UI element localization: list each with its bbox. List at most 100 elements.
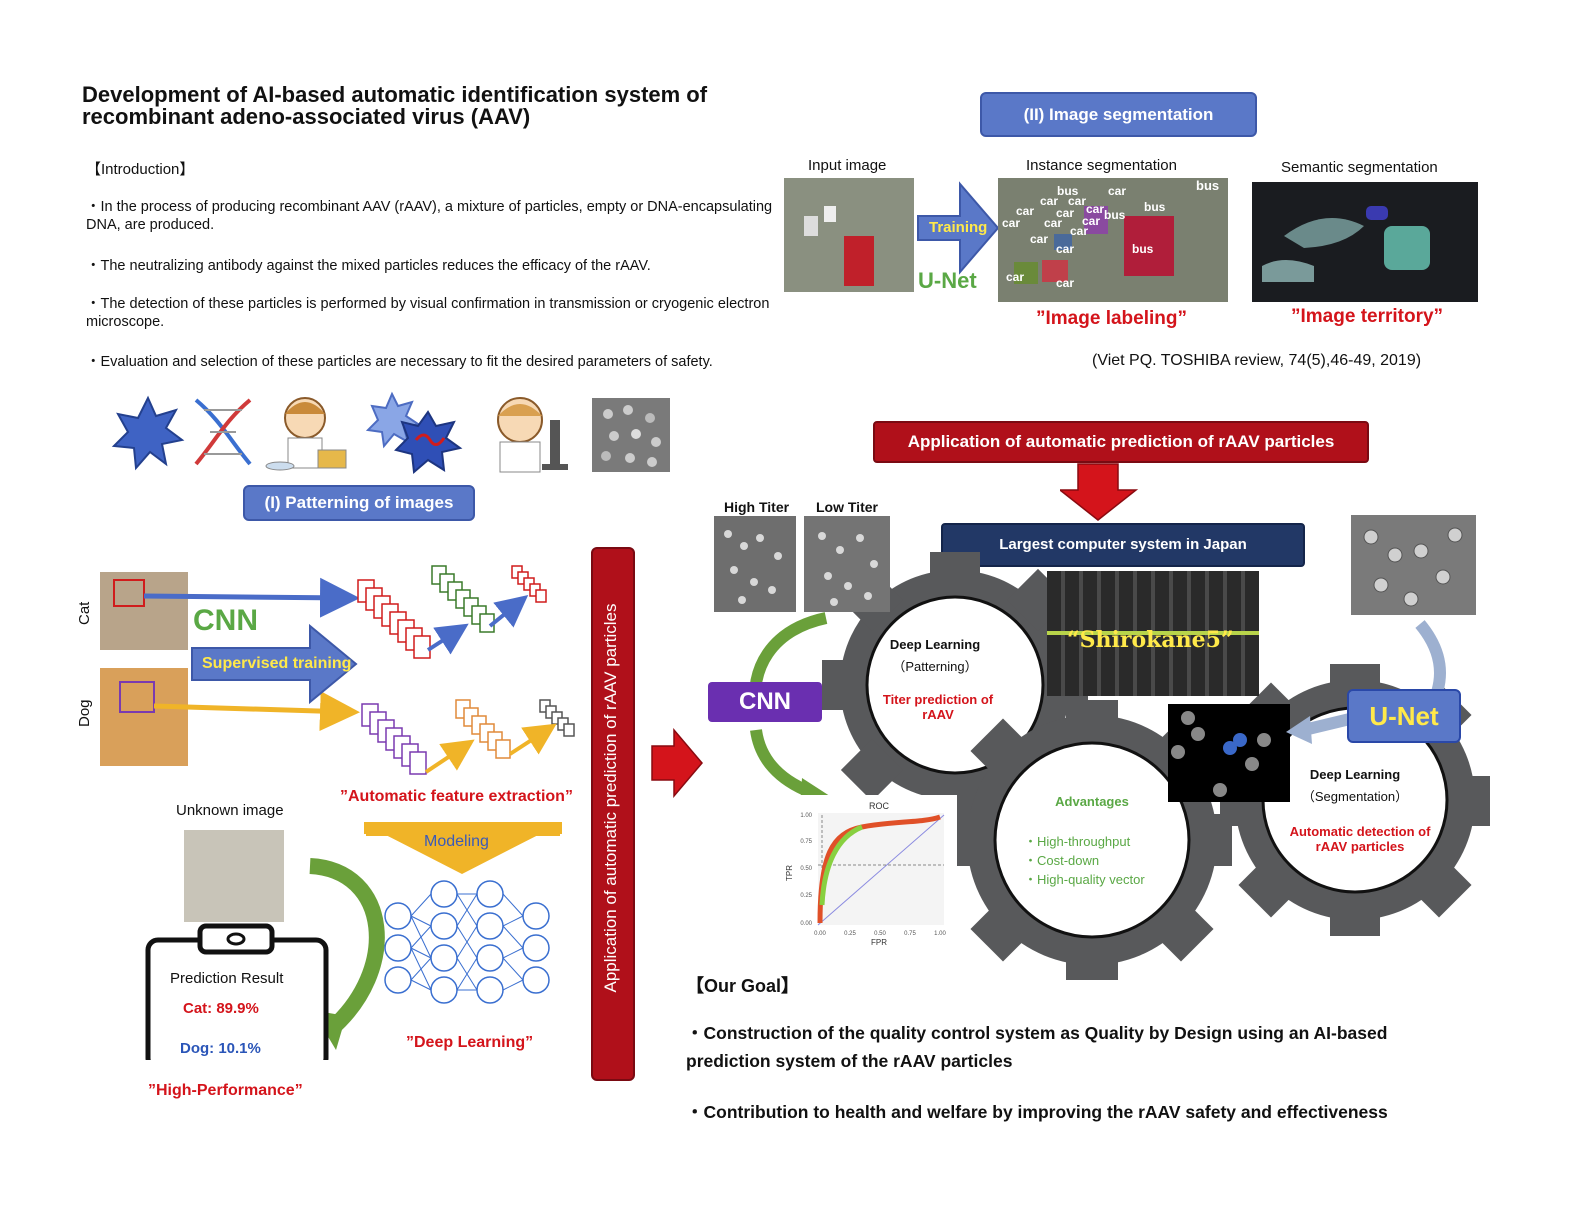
modeling-label: Modeling (424, 833, 489, 850)
application-cnn-label: CNN (708, 682, 822, 722)
dog-label: Dog (76, 699, 93, 727)
roc-ytick: 0.00 (800, 921, 812, 927)
dog-feature-maps (361, 703, 427, 775)
goal-item-1: ・Construction of the quality control sys… (686, 1023, 1388, 1071)
semantic-segmentation-image (1252, 182, 1478, 302)
image-labeling-label: ”Image labeling” (1036, 308, 1187, 329)
segmented-particles (1171, 711, 1271, 797)
roc-xlabel: FPR (871, 938, 887, 947)
cat-feature-maps-2 (431, 565, 495, 633)
roc-xtick: 0.25 (844, 931, 856, 937)
em-particles (1363, 527, 1463, 607)
input-image-label: Input image (808, 157, 887, 174)
instance-tag: car (1002, 216, 1021, 230)
roc-title: ROC (869, 801, 890, 811)
roc-chart: ROC FPR TPR 0.00 0.25 0.50 0.75 1.00 0.0… (782, 795, 957, 950)
instance-seg-label: Instance segmentation (1026, 157, 1177, 174)
instance-tag: car (1016, 204, 1035, 218)
advantage-item: ・Cost-down (1024, 853, 1100, 868)
cnn-label: CNN (193, 604, 258, 637)
instance-tag: car (1068, 194, 1087, 208)
advantage-item: ・High-quality vector (1024, 872, 1145, 887)
roc-xtick: 1.00 (934, 931, 946, 937)
reference: (Viet PQ. TOSHIBA review, 74(5),46-49, 2… (1092, 352, 1422, 369)
instance-tag-extra: bus (1196, 178, 1220, 193)
instance-tag: car (1056, 242, 1075, 256)
segmentation-header: (II) Image segmentation (980, 92, 1257, 137)
instance-tags: bus car car car car car car car car bus … (1000, 178, 1228, 300)
segmentation-result-image (1168, 704, 1290, 802)
shirokane-label: “Shirokane5” (1067, 627, 1234, 653)
roc-ytick: 0.25 (800, 893, 812, 899)
cat-result: Cat: 89.9% (183, 1000, 259, 1017)
gear2-title: Advantages (1055, 794, 1129, 809)
dna-helix-icon (194, 398, 252, 466)
deep-learning-diagram (145, 822, 562, 1060)
gear3-sub: （Segmentation） (1301, 789, 1409, 804)
roc-xtick: 0.75 (904, 931, 916, 937)
application-unet-label: U-Net (1347, 689, 1461, 743)
prediction-arrow (309, 858, 385, 1037)
patterning-header: (I) Patterning of images (243, 485, 475, 521)
cat-feature-maps (357, 579, 431, 659)
cat-label: Cat (76, 601, 93, 625)
page-title: Development of AI-based automatic identi… (82, 82, 708, 129)
intro-heading: 【Introduction】 (86, 161, 195, 178)
roc-ylabel: TPR (785, 865, 794, 881)
semantic-seg-label: Semantic segmentation (1281, 159, 1438, 176)
particle-star-icon (111, 395, 185, 471)
dog-feature-maps-3 (539, 699, 575, 737)
deep-learning-label: ”Deep Learning” (406, 1034, 534, 1051)
gear3-red: Automatic detection of rAAV particles (1289, 824, 1431, 854)
cat-feature-maps-3 (511, 565, 547, 603)
clipboard-icon (145, 923, 329, 1060)
supervised-training-arrow (191, 623, 358, 705)
roc-ytick: 1.00 (800, 813, 812, 819)
unknown-image-label: Unknown image (176, 802, 284, 819)
roc-ytick: 0.50 (800, 866, 812, 872)
mixed-particles-icon (365, 391, 463, 474)
feature-extraction-label: ”Automatic feature extraction” (340, 788, 573, 805)
down-arrow (1060, 463, 1139, 521)
roc-ytick: 0.75 (800, 839, 812, 845)
goal-heading: 【Our Goal】 (686, 976, 800, 996)
gear3-title: Deep Learning (1309, 767, 1401, 782)
instance-tag: car (1086, 202, 1105, 216)
scientist-icon (265, 397, 347, 471)
instance-tag: car (1056, 206, 1075, 220)
intro-illustrations (111, 391, 670, 474)
intro-bullet-4: ・Evaluation and selection of these parti… (86, 354, 713, 370)
unknown-cat-image (184, 830, 284, 922)
neural-network-icon (384, 880, 550, 1004)
application-header: Application of automatic prediction of r… (873, 421, 1369, 463)
shirokane-image: “Shirokane5” (1047, 571, 1259, 696)
titer-images (714, 516, 890, 612)
instance-tag: bus (1104, 208, 1126, 222)
dog-focus-box (119, 681, 155, 713)
microscope-researcher-icon (497, 397, 568, 473)
instance-tag: car (1056, 276, 1075, 290)
supervised-training-label: Supervised training (202, 655, 352, 672)
vertical-banner-text: Application of automatic prediction of r… (601, 603, 620, 993)
instance-tag: bus (1144, 200, 1166, 214)
segmentation-unet-label: U-Net (918, 268, 977, 293)
instance-tag: car (1082, 214, 1101, 228)
instance-tag: car (1006, 270, 1025, 284)
gear-advantages (952, 700, 1232, 980)
intro-bullet-1: ・In the process of producing recombinant… (86, 199, 773, 233)
cat-focus-box (113, 579, 145, 607)
high-performance-label: ”High-Performance” (148, 1082, 303, 1099)
dog-feature-arrow (153, 691, 360, 732)
instance-tag: car (1070, 224, 1089, 238)
dog-feature-maps-2 (455, 699, 511, 759)
prediction-title: Prediction Result (170, 970, 284, 987)
image-territory-label: ”Image territory” (1291, 306, 1444, 327)
cnn-patterning-diagram (100, 565, 575, 775)
dog-result: Dog: 10.1% (180, 1040, 261, 1057)
advantage-item: ・High-throughput (1024, 834, 1131, 849)
gear1-title: Deep Learning (889, 637, 981, 652)
training-arrow (917, 181, 1000, 275)
goal-item-2: ・Contribution to health and welfare by i… (686, 1102, 1388, 1122)
cat-feature-arrow (143, 577, 360, 618)
em-particle-image (592, 398, 670, 472)
